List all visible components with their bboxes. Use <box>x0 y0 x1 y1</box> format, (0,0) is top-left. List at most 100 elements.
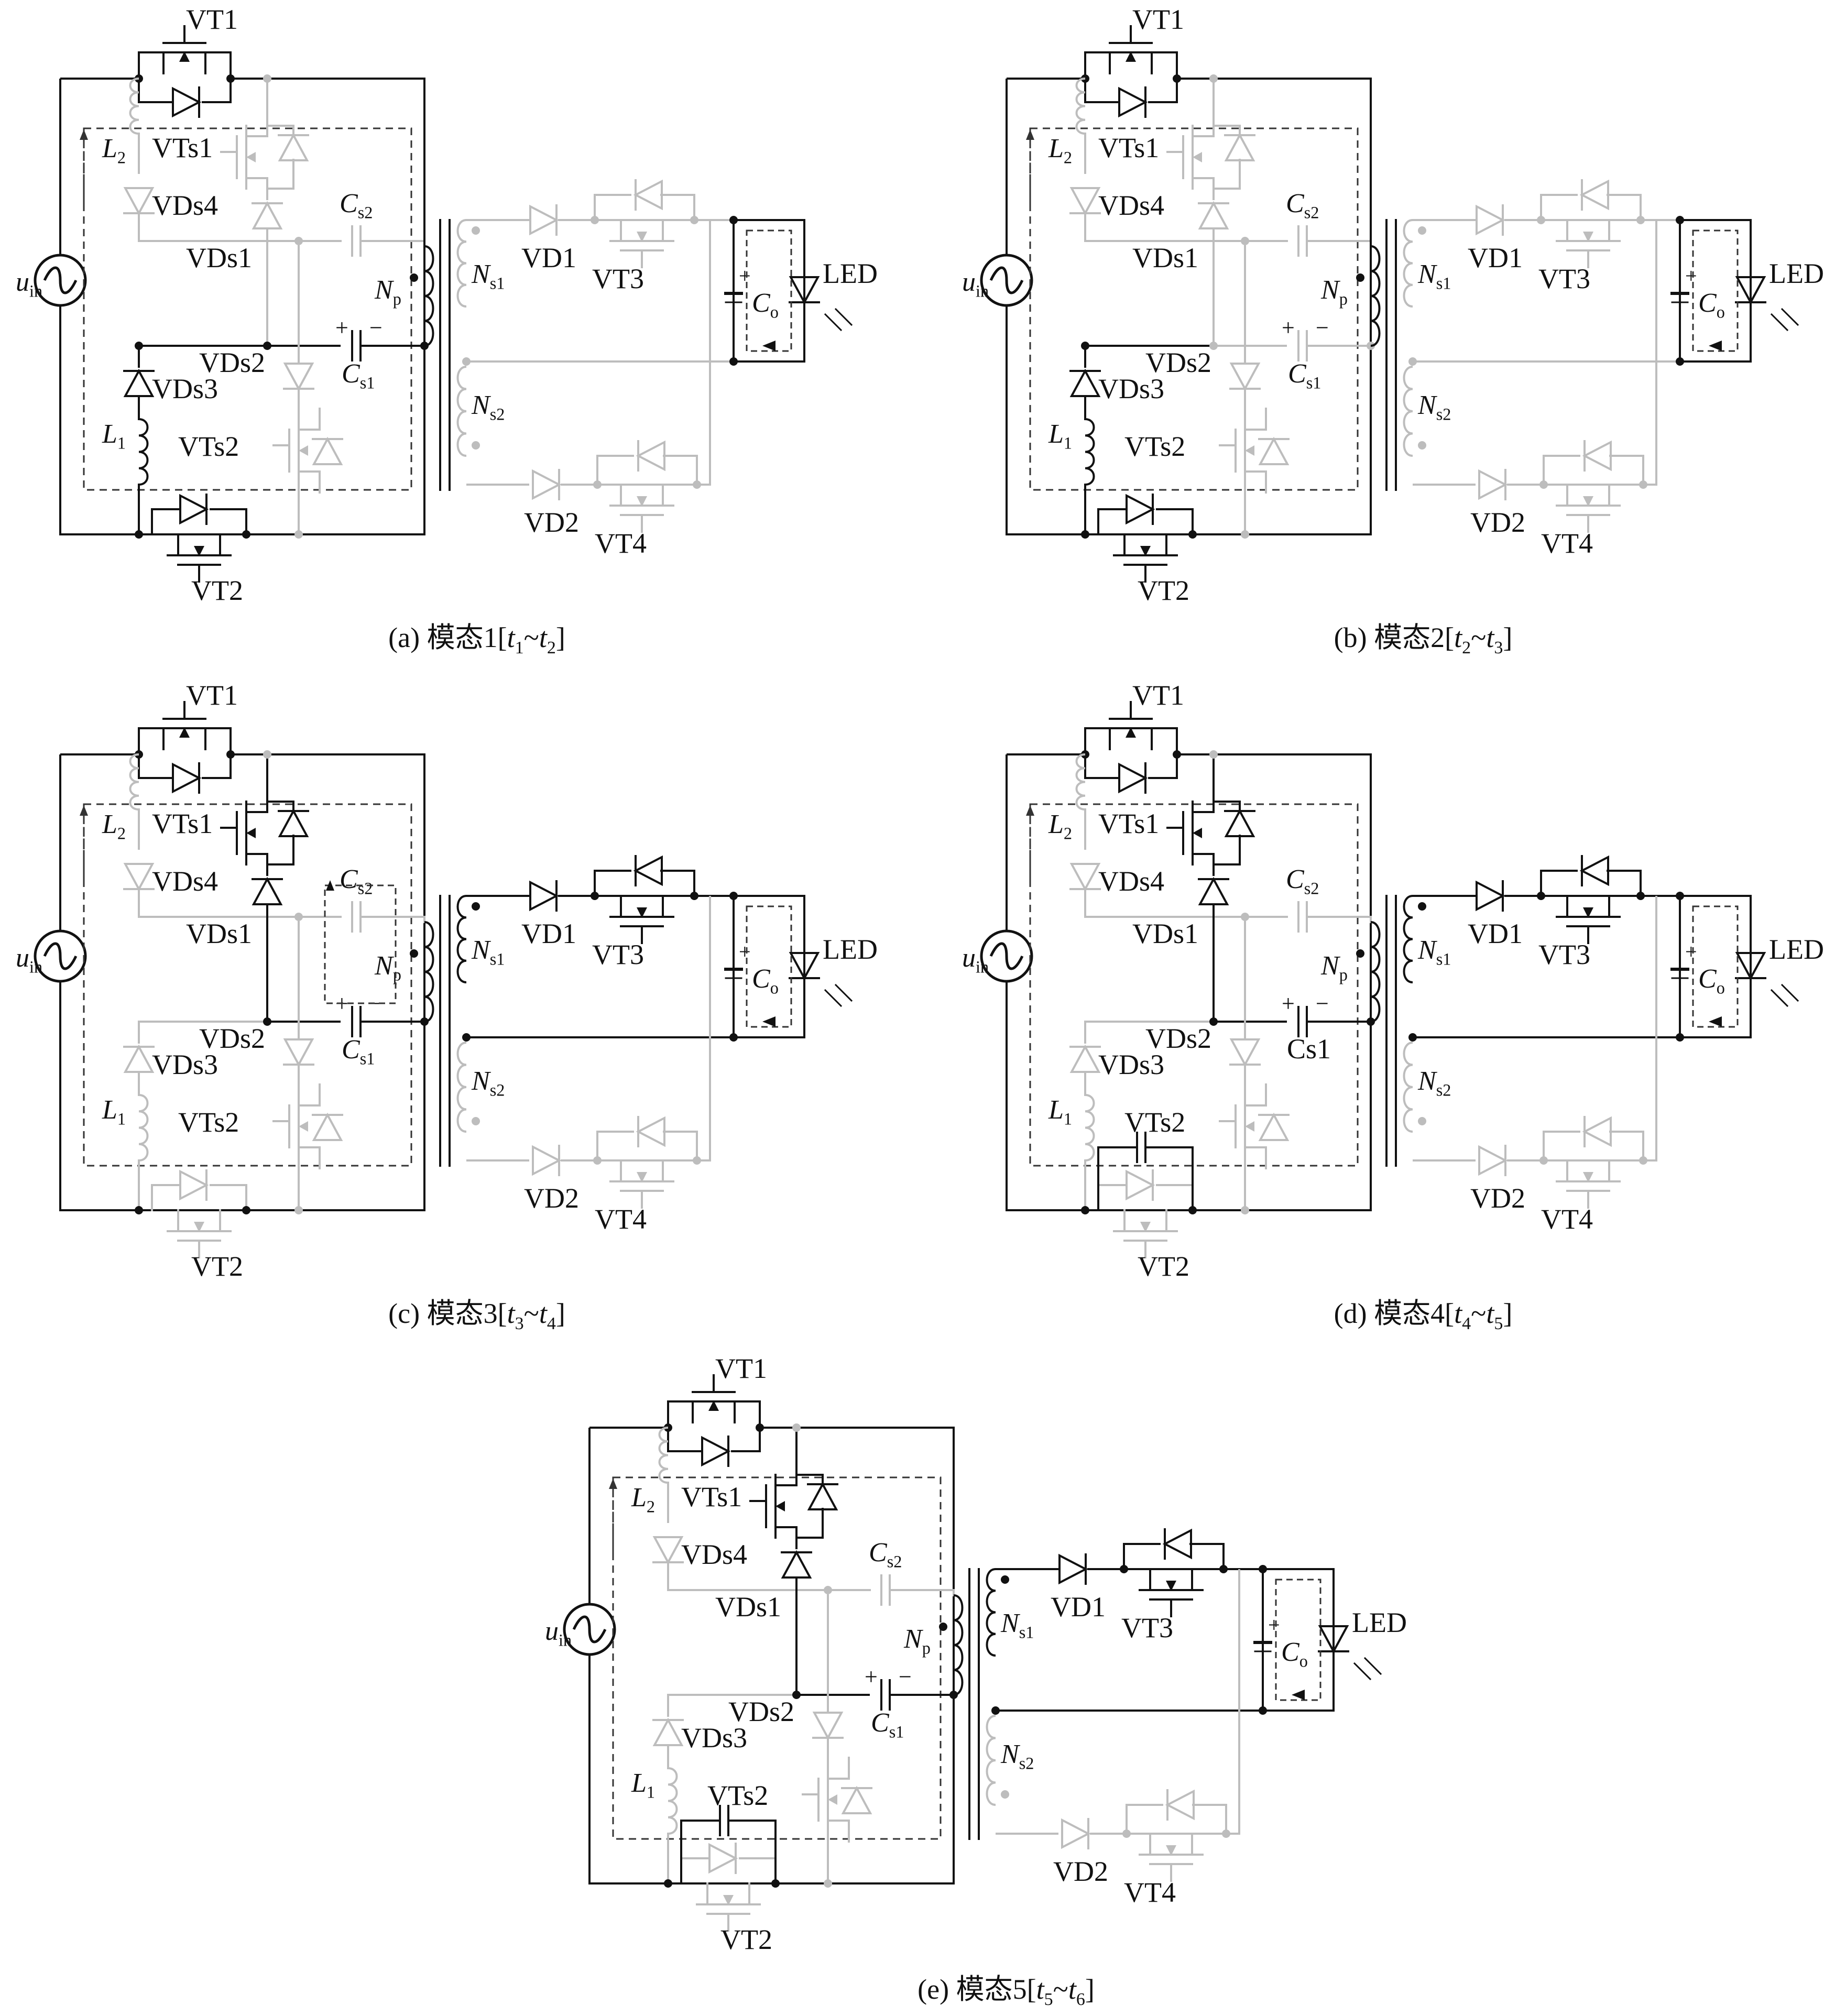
vt1-mosfet <box>1098 701 1163 750</box>
junction-dot <box>263 342 271 350</box>
transformer-secondary-ns1 <box>456 219 467 308</box>
ac-voltage-source <box>34 254 87 307</box>
label-ns2: Ns2 <box>471 1066 505 1099</box>
junction-dot <box>756 1423 764 1432</box>
label-vt4: VT4 <box>595 528 647 559</box>
junction-dot <box>1188 1206 1197 1214</box>
vds1-diode <box>1198 876 1229 905</box>
junction-dot <box>1259 1706 1267 1715</box>
label-vd2: VD2 <box>1470 1182 1525 1214</box>
junction-dot <box>1122 1829 1131 1838</box>
capacitor-cs2 <box>880 1574 891 1606</box>
junction-dot <box>824 1586 832 1594</box>
junction-dot <box>1173 74 1181 83</box>
junction-dot <box>1209 74 1218 83</box>
primary-polarity-dot <box>410 949 418 958</box>
label-uin: uin <box>545 1616 572 1649</box>
vds1-diode <box>1198 201 1229 229</box>
junction-dot <box>729 216 738 224</box>
vts2-mosfet <box>1219 1083 1267 1169</box>
capacitor-cs2 <box>1297 225 1308 257</box>
label-vds2: VDs2 <box>199 1023 265 1054</box>
label-vt4: VT4 <box>1541 528 1593 559</box>
output-arrow-icon <box>762 341 775 351</box>
transformer-secondary-ns2 <box>456 1042 467 1133</box>
junction-dot <box>1209 750 1218 759</box>
vt3-mosfet <box>609 219 674 268</box>
junction-dot <box>1408 357 1417 366</box>
label-cs2: Cs2 <box>1286 189 1319 222</box>
junction-dot <box>294 1206 303 1214</box>
vt4-body-diode <box>636 440 665 472</box>
label-l1: L1 <box>1048 1095 1072 1128</box>
transformer-primary-np <box>1370 921 1381 1023</box>
vt4-body-diode <box>1582 1116 1612 1147</box>
label-co-plus: + <box>1685 264 1697 288</box>
vt1-body-diode <box>1118 762 1148 794</box>
vd1-diode <box>529 204 559 236</box>
vds2-diode <box>1229 363 1261 391</box>
vts1-body-diode <box>1224 133 1255 161</box>
label-uin: uin <box>16 267 42 300</box>
junction-dot <box>294 237 303 245</box>
label-cs1-plus: + <box>1282 315 1295 341</box>
secondary2-polarity-dot <box>472 1117 480 1125</box>
junction-dot <box>824 1879 832 1888</box>
vds1-diode <box>781 1550 812 1579</box>
vds3-diode <box>123 1044 155 1073</box>
label-vds1: VDs1 <box>186 242 252 273</box>
vt1-body-diode <box>172 86 202 118</box>
label-vds2: VDs2 <box>199 347 265 378</box>
junction-dot <box>1081 342 1089 350</box>
label-co: Co <box>1698 288 1725 321</box>
vds1-diode <box>252 876 283 905</box>
junction-dot <box>263 750 271 759</box>
transformer-secondary-ns2 <box>1403 366 1413 457</box>
secondary1-polarity-dot <box>472 226 480 235</box>
label-ns1: Ns1 <box>1000 1608 1034 1641</box>
vt1-body-diode <box>701 1436 731 1467</box>
output-loop-box <box>1692 229 1739 352</box>
secondary2-polarity-dot <box>1418 441 1426 450</box>
label-vds4: VDs4 <box>152 865 218 897</box>
label-vt4: VT4 <box>1541 1203 1593 1235</box>
vts2-body-diode <box>312 1112 343 1141</box>
junction-dot <box>1120 1565 1128 1573</box>
vts1-body-diode <box>278 133 309 161</box>
secondary1-polarity-dot <box>1418 902 1426 911</box>
label-cs2: Cs2 <box>340 189 373 222</box>
capacitor-cs1 <box>351 1006 362 1037</box>
primary-polarity-dot <box>939 1623 947 1631</box>
vts1-body-diode <box>278 808 309 837</box>
label-vds2: VDs2 <box>1145 1023 1211 1054</box>
label-cs1-plus: + <box>865 1664 878 1690</box>
label-vt3: VT3 <box>592 939 644 970</box>
vds2-diode <box>283 363 314 391</box>
vt2-mosfet <box>696 1882 761 1932</box>
vt3-body-diode <box>1579 179 1609 211</box>
label-np: Np <box>1320 275 1348 308</box>
label-ns2: Ns2 <box>1417 390 1451 423</box>
label-co: Co <box>752 964 779 997</box>
output-loop-box <box>746 229 792 352</box>
vd1-diode <box>1476 204 1505 236</box>
transformer-primary-np <box>953 1594 964 1696</box>
current-arrow-icon <box>80 805 88 816</box>
capacitor-cs1 <box>351 330 362 361</box>
vts2-mosfet <box>802 1757 850 1843</box>
label-led: LED <box>1352 1607 1407 1638</box>
junction-dot <box>693 1156 701 1165</box>
vts2-mosfet <box>272 408 321 494</box>
label-vd1: VD1 <box>1468 918 1523 949</box>
vd1-diode <box>529 880 559 912</box>
label-ns2: Ns2 <box>471 390 505 423</box>
transformer-secondary-ns1 <box>456 895 467 983</box>
label-co: Co <box>752 288 779 321</box>
primary-polarity-dot <box>410 273 418 282</box>
caption-panel-e: (e) 模态5[t5~t6] <box>918 1974 1095 2009</box>
label-l1: L1 <box>631 1768 655 1801</box>
label-vts2: VTs2 <box>178 1106 239 1138</box>
vt4-mosfet <box>1139 1833 1204 1882</box>
